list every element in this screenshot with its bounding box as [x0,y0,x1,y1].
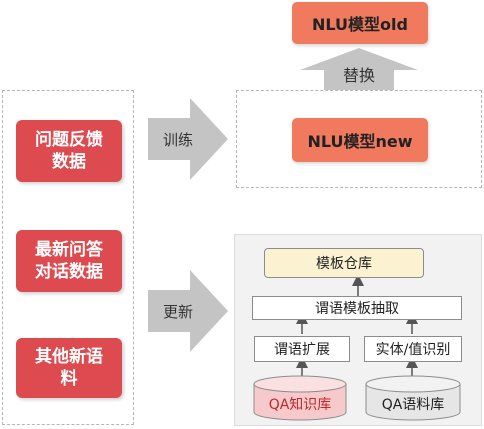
nlu-model-new: NLU模型new [292,118,428,162]
feedback-data-box: 问题反馈 数据 [16,120,122,182]
template-repository-box: 模板仓库 [264,248,424,278]
replace-arrow-icon [300,48,418,90]
update-label: 更新 [162,302,193,321]
entity-value-recognition-box: 实体/值识别 [364,336,462,362]
replace-label: 替换 [342,66,375,85]
train-label: 训练 [162,130,193,149]
qa-corpus-base-cylinder-icon [365,375,461,421]
train-arrow-icon [148,98,228,180]
other-corpus-box: 其他新语 料 [16,338,122,398]
nlu-model-old: NLU模型old [292,2,428,44]
new-model-container [236,90,482,188]
predicate-template-extraction-box: 谓语模板抽取 [252,296,462,320]
update-arrow-icon [148,270,228,352]
source-data-container [2,90,134,425]
qa-knowledge-base-cylinder-icon [253,375,347,421]
qa-knowledge-base-label: QA知识库 [268,397,332,413]
pipeline-connectors [296,274,418,376]
predicate-expansion-box: 谓语扩展 [254,336,350,362]
latest-qa-dialogue-box: 最新问答 对话数据 [16,230,122,292]
qa-corpus-base-label: QA语料库 [381,397,445,413]
